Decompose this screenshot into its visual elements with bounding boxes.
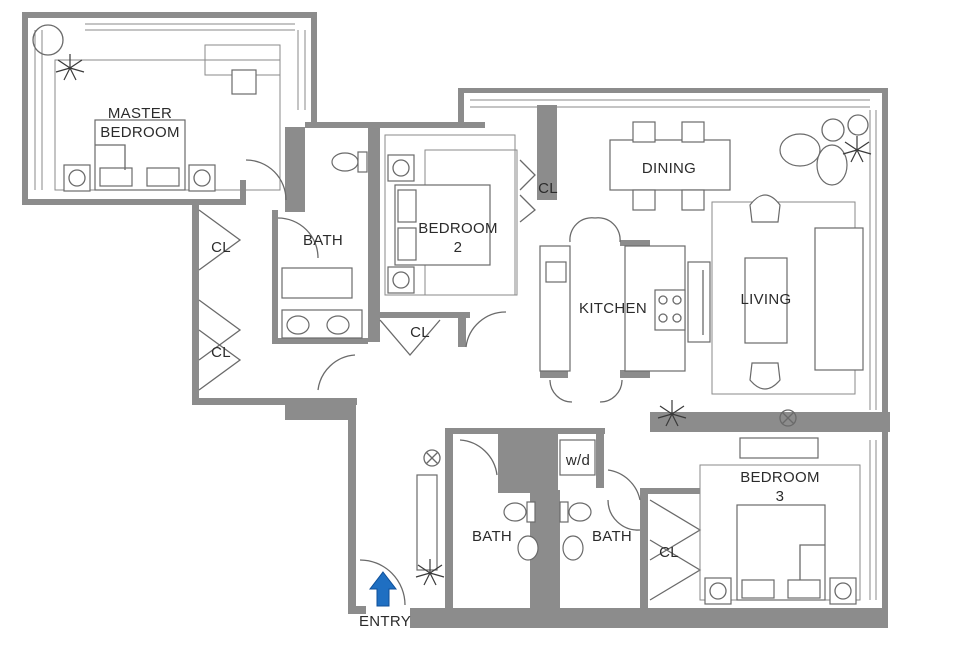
bath-3-label: BATH (592, 528, 632, 545)
lamp-icon (32, 24, 857, 605)
bedroom-2-label-line1: BEDROOM (418, 220, 498, 237)
closet-3-label: CL (538, 180, 558, 197)
closet-5-label: CL (659, 544, 679, 561)
toilet-icon (331, 151, 592, 523)
closet-4-label: CL (410, 324, 430, 341)
stove-icon (654, 289, 686, 331)
laundry-label: w/d (565, 452, 590, 469)
closet-1-label: CL (211, 239, 231, 256)
bath-1-label: BATH (303, 232, 343, 249)
plant-icon (55, 54, 872, 586)
windows (34, 23, 877, 600)
master-bedroom-label-line2: BEDROOM (100, 124, 180, 141)
dining-label: DINING (642, 160, 696, 177)
walls (22, 12, 890, 628)
entry-label: ENTRY (359, 613, 411, 630)
closet-2-label: CL (211, 344, 231, 361)
chair-icon (231, 69, 869, 390)
bedroom-3-label-line1: BEDROOM (740, 469, 820, 486)
kitchen-label: KITCHEN (579, 300, 647, 317)
bed-icon (94, 119, 826, 601)
bedroom-3-label-line2: 3 (776, 488, 785, 505)
entry-arrow-icon (368, 571, 398, 607)
bath-2-label: BATH (472, 528, 512, 545)
living-label: LIVING (741, 291, 792, 308)
bedroom-2-label-line2: 2 (454, 239, 463, 256)
sink-icon (286, 261, 584, 561)
master-bedroom-label-line1: MASTER (108, 105, 172, 122)
room-labels: MASTER BEDROOM BEDROOM 2 BEDROOM 3 BATH … (100, 105, 820, 630)
